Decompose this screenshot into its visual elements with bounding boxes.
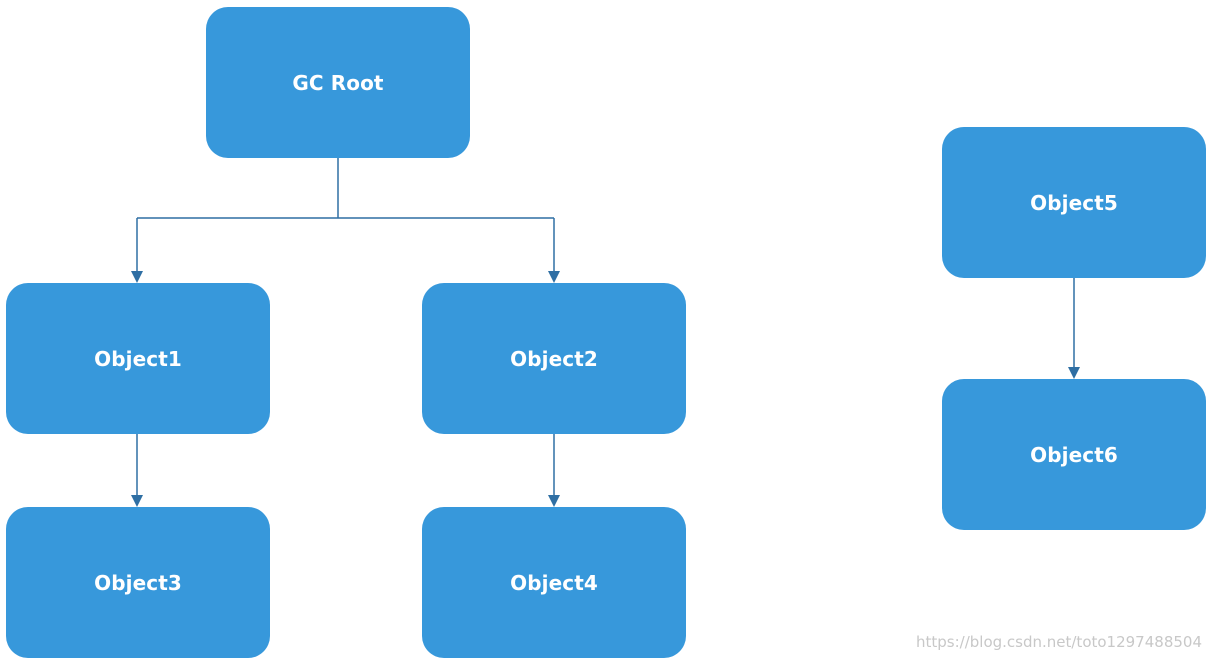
node-gc-root[interactable]: GC Root xyxy=(206,7,470,158)
node-object5[interactable]: Object5 xyxy=(942,127,1206,278)
node-gc-root-label: GC Root xyxy=(292,70,384,95)
node-object6-label: Object6 xyxy=(1030,442,1118,467)
arrowhead-object1 xyxy=(131,271,143,283)
node-object4[interactable]: Object4 xyxy=(422,507,686,658)
node-object1-label: Object1 xyxy=(94,346,182,371)
arrowhead-object3 xyxy=(131,495,143,507)
arrowhead-object6 xyxy=(1068,367,1080,379)
node-object6[interactable]: Object6 xyxy=(942,379,1206,530)
node-object1[interactable]: Object1 xyxy=(6,283,270,434)
arrowhead-object4 xyxy=(548,495,560,507)
node-object4-label: Object4 xyxy=(510,570,598,595)
watermark-text: https://blog.csdn.net/toto1297488504 xyxy=(915,633,1202,651)
node-object3[interactable]: Object3 xyxy=(6,507,270,658)
node-object5-label: Object5 xyxy=(1030,190,1118,215)
node-object3-label: Object3 xyxy=(94,570,182,595)
node-object2-label: Object2 xyxy=(510,346,598,371)
arrowhead-object2 xyxy=(548,271,560,283)
node-object2[interactable]: Object2 xyxy=(422,283,686,434)
